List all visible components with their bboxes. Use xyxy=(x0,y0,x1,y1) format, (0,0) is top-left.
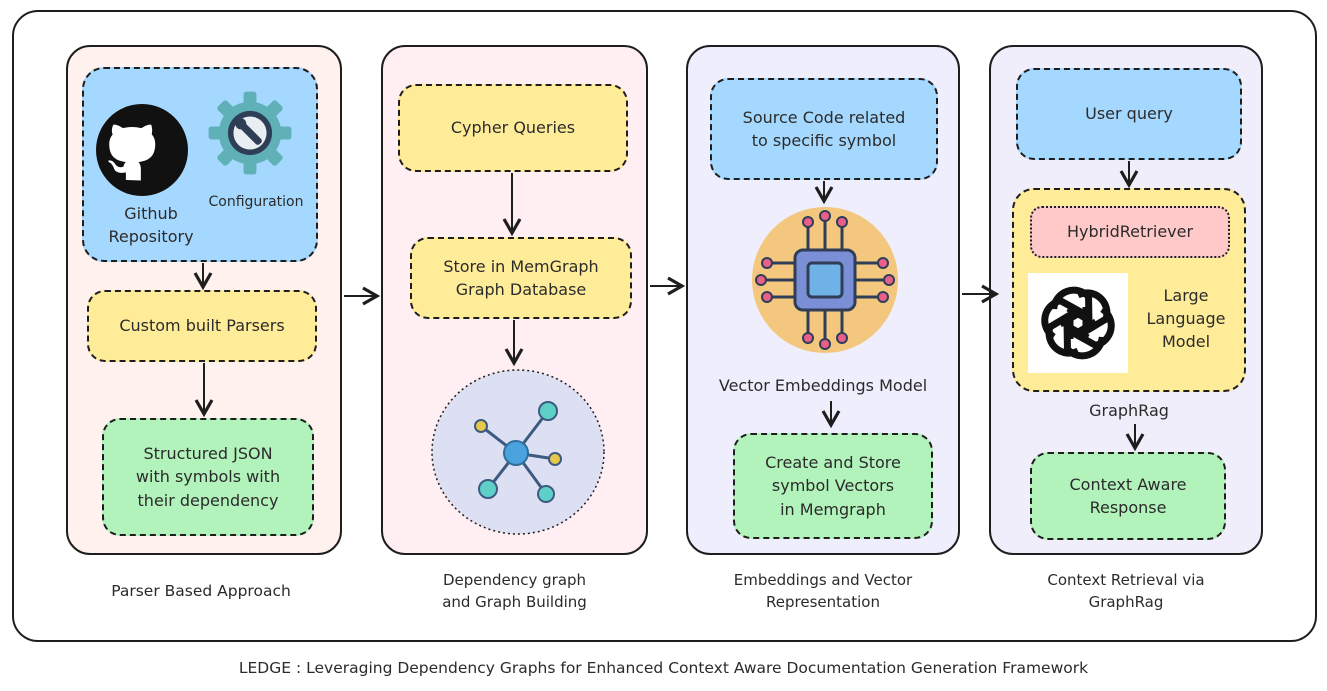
stage-title-graph: Dependency graph and Graph Building xyxy=(442,571,587,611)
user-query-box: User query xyxy=(1016,68,1242,160)
repo-label: Github Repository xyxy=(108,204,194,247)
json-output-box: Structured JSON with symbols with their … xyxy=(102,418,314,536)
cypher-queries-box: Cypher Queries xyxy=(398,84,628,172)
framework-frame xyxy=(12,10,1317,642)
embeddings-model-label: Vector Embeddings Model xyxy=(718,376,928,395)
gear-icon xyxy=(204,87,296,179)
diagram-caption: LEDGE : Leveraging Dependency Graphs for… xyxy=(238,659,1089,677)
openai-logo-icon xyxy=(1028,273,1128,373)
github-icon xyxy=(96,104,188,196)
chip-icon xyxy=(750,205,900,355)
hybrid-retriever-box: HybridRetriever xyxy=(1030,206,1230,258)
memgraph-store-box: Store in MemGraph Graph Database xyxy=(410,237,632,319)
context-response-box: Context Aware Response xyxy=(1030,452,1226,540)
network-graph-icon xyxy=(428,367,608,537)
parsers-box: Custom built Parsers xyxy=(87,290,317,362)
stage-title-embeddings: Embeddings and Vector Representation xyxy=(733,571,913,611)
llm-label: Large Language Model xyxy=(1146,286,1226,352)
stage-title-parser: Parser Based Approach xyxy=(111,582,291,600)
config-label: Configuration xyxy=(208,194,304,210)
stage-title-retrieval: Context Retrieval via GraphRag xyxy=(1047,571,1205,611)
store-vectors-box: Create and Store symbol Vectors in Memgr… xyxy=(733,433,933,539)
graphrag-label: GraphRag xyxy=(1089,401,1169,420)
source-code-box: Source Code related to specific symbol xyxy=(710,78,938,180)
